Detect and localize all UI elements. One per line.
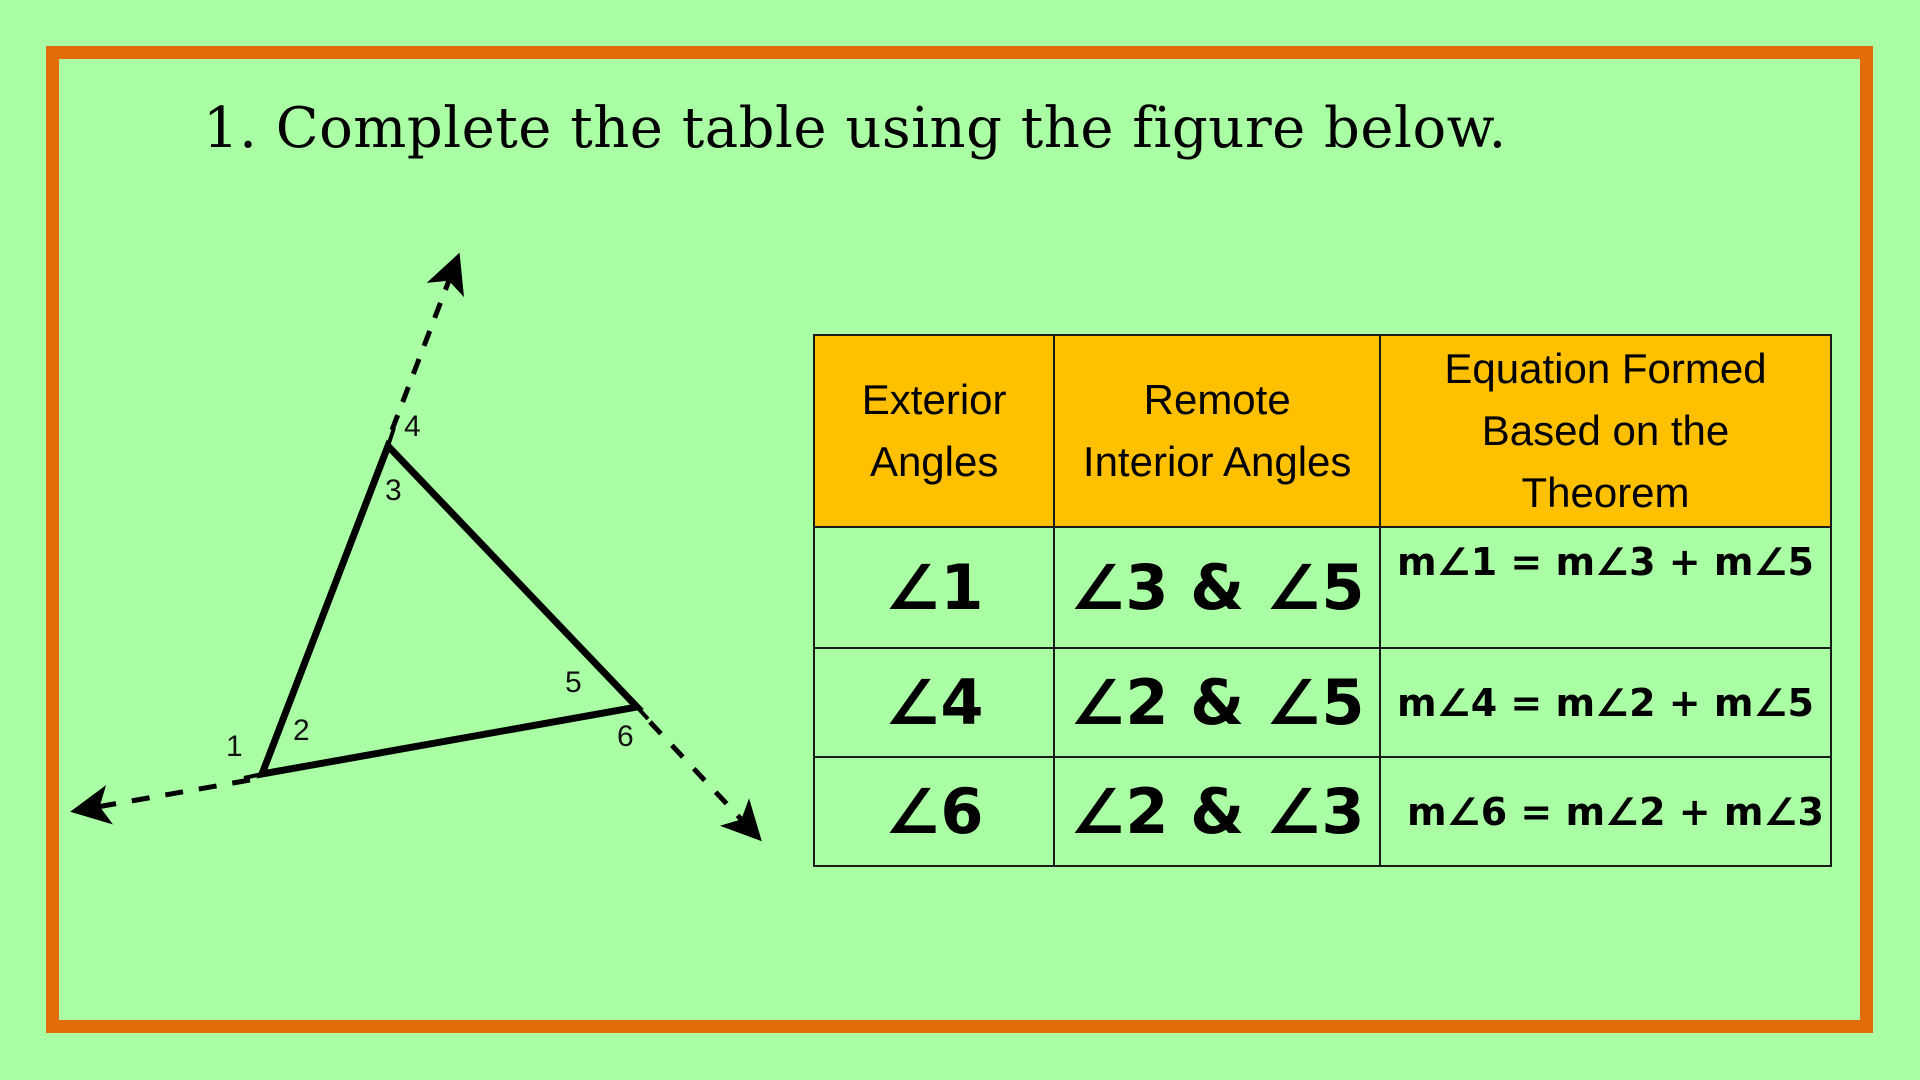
equation-cell: m∠6 = m∠2 + m∠3 — [1379, 756, 1832, 867]
header-equation: Equation Formed Based on the Theorem — [1379, 334, 1832, 528]
exterior-angle-table: Exterior Angles Remote Interior Angles E… — [812, 334, 1832, 867]
exterior-angle-cell: ∠6 — [812, 756, 1056, 867]
equation-cell: m∠1 = m∠3 + m∠5 — [1379, 526, 1832, 649]
table-row: ∠1 ∠3 & ∠5 m∠1 = m∠3 + m∠5 — [812, 526, 1832, 649]
table-row: ∠4 ∠2 & ∠5 m∠4 = m∠2 + m∠5 — [812, 647, 1832, 758]
remote-angles-cell: ∠2 & ∠5 — [1053, 647, 1382, 758]
question-title: 1. Complete the table using the figure b… — [203, 96, 1507, 161]
equation-cell: m∠4 = m∠2 + m∠5 — [1379, 647, 1832, 758]
table-header-row: Exterior Angles Remote Interior Angles E… — [812, 334, 1832, 528]
slide-frame — [46, 46, 1873, 1033]
remote-angles-cell: ∠2 & ∠3 — [1053, 756, 1382, 867]
table-row: ∠6 ∠2 & ∠3 m∠6 = m∠2 + m∠3 — [812, 756, 1832, 867]
header-exterior-angles: Exterior Angles — [812, 334, 1056, 528]
exterior-angle-cell: ∠4 — [812, 647, 1056, 758]
remote-angles-cell: ∠3 & ∠5 — [1053, 526, 1382, 649]
exterior-angle-cell: ∠1 — [812, 526, 1056, 649]
header-remote-interior-angles: Remote Interior Angles — [1053, 334, 1382, 528]
